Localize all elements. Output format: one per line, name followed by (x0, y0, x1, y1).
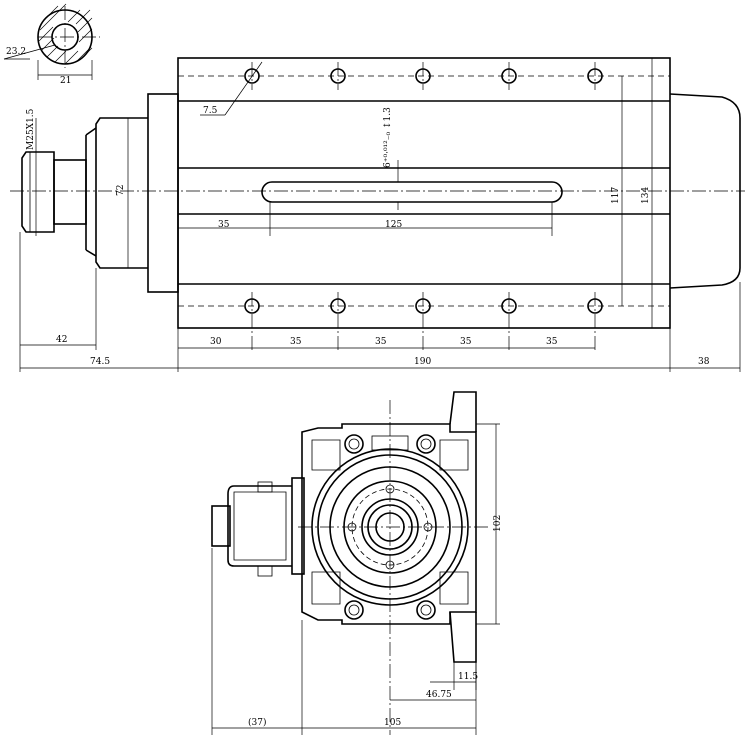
end-height-label: 102 (493, 515, 503, 532)
keyway-slot (261, 181, 563, 203)
cap-length-label: 38 (698, 357, 710, 367)
slot-offset-label: 7.5 (203, 106, 218, 116)
thread-label: M25X1.5 (26, 108, 36, 150)
housing-outline (177, 57, 671, 329)
slot-start-label: 35 (218, 220, 230, 230)
first-hole-label: 30 (210, 337, 222, 347)
end-view (211, 391, 500, 735)
hole-pitch-1: 35 (290, 337, 302, 347)
side-view (10, 57, 745, 372)
flange-offset-label: 11.5 (458, 672, 478, 682)
end-width-label: 105 (384, 718, 401, 728)
cross-section-detail (3, 3, 100, 80)
body-height-label: 134 (641, 187, 651, 204)
spindle-nose (95, 117, 148, 269)
collet-nut (21, 151, 55, 233)
center-offset-label: 46.75 (426, 690, 452, 700)
hole-pitch-3: 35 (460, 337, 472, 347)
hole-span-label: 117 (611, 187, 621, 204)
front-flange (147, 93, 179, 293)
hole-diameter-label: 23.2 (6, 47, 26, 57)
hole-pitch-2: 35 (375, 337, 387, 347)
slot-length-label: 125 (385, 220, 402, 230)
nose-diameter-label: 72 (116, 185, 126, 196)
terminal-box-label: (37) (248, 717, 266, 728)
hole-pitch-4: 35 (546, 337, 558, 347)
nose-length-label: 42 (56, 335, 67, 345)
end-cap (669, 93, 741, 289)
slot-tolerance-label: 6⁺⁰·⁰¹²₋₀ ↕1.3 (383, 107, 393, 168)
body-length-label: 190 (414, 357, 431, 367)
front-length-label: 74.5 (90, 357, 110, 367)
section-width-label: 21 (60, 76, 71, 86)
terminal-box (227, 485, 292, 567)
